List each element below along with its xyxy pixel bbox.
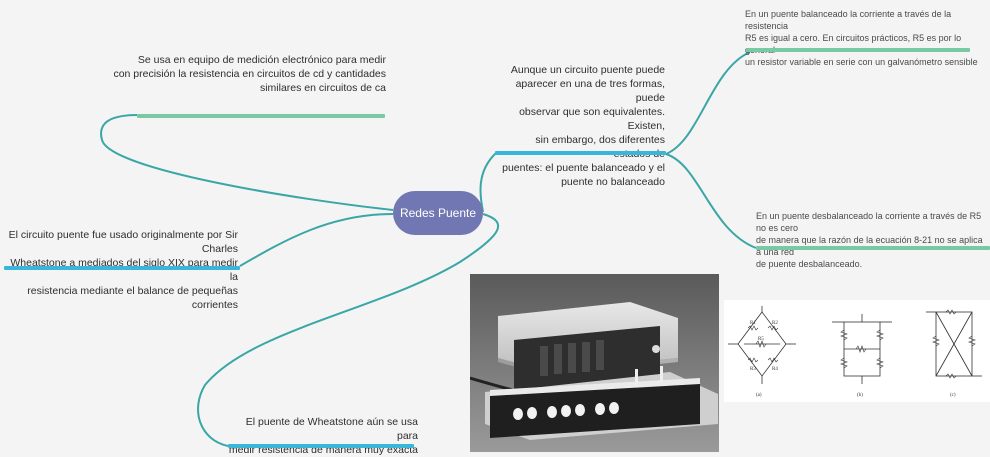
link-center-right (479, 152, 497, 213)
node-wheatstone-today: El puente de Wheatstone aún se usa para … (228, 416, 418, 456)
node-equipment-use: Se usa en equipo de medición electrónico… (113, 54, 386, 94)
link-unbalanced (665, 153, 757, 249)
link-balanced (665, 51, 751, 155)
resistor-label-r2: R2 (772, 321, 778, 326)
node-bridge-forms-underline (495, 151, 666, 155)
resistor-label-r1: R1 (750, 321, 756, 326)
resistor-label-r5: R5 (758, 337, 764, 342)
link-bottom (197, 213, 500, 447)
figure-label-a: (a) (756, 393, 762, 398)
node-bridge-forms: Aunque un circuito puente puede aparecer… (502, 64, 665, 188)
central-topic[interactable]: Redes Puente (393, 191, 483, 235)
node-wheatstone-today-underline (228, 444, 414, 448)
node-unbalanced-bridge-underline (756, 246, 990, 250)
node-unbalanced-bridge: En un puente desbalanceado la corriente … (756, 211, 983, 269)
link-mid-left (239, 213, 394, 267)
node-equipment-use-underline (137, 114, 385, 118)
node-balanced-bridge: En un puente balanceado la corriente a t… (745, 9, 978, 67)
wheatstone-bridge-photo (470, 274, 719, 452)
figure-label-c: (c) (950, 393, 956, 398)
node-balanced-bridge-underline (746, 48, 970, 52)
resistor-label-r3: R3 (750, 367, 756, 372)
resistor-label-r4: R4 (772, 367, 778, 372)
bridge-circuit-figures: R1 R2 R3 R4 R5 (a) (b) (c) (724, 300, 990, 402)
central-topic-label: Redes Puente (399, 206, 477, 220)
link-top-left (100, 114, 394, 211)
node-wheatstone-origin: El circuito puente fue usado originalmen… (8, 229, 238, 311)
node-wheatstone-origin-underline (4, 266, 240, 270)
figure-label-b: (b) (857, 393, 863, 398)
